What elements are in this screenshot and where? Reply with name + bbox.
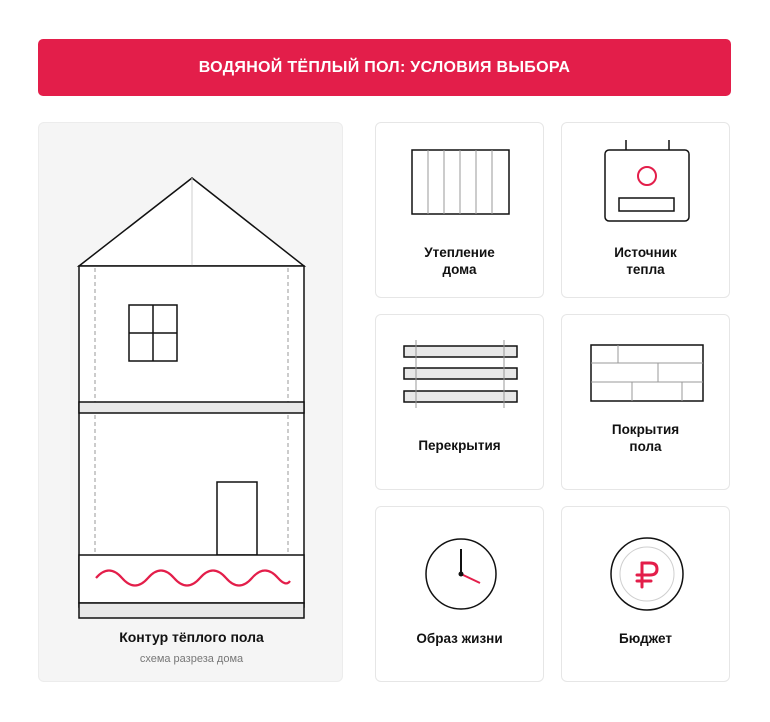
factor-card-heat-source: Источник тепла — [561, 122, 730, 298]
page-title: ВОДЯНОЙ ТЁПЛЫЙ ПОЛ: УСЛОВИЯ ВЫБОРА — [198, 58, 571, 76]
factor-card-slabs: Перекрытия — [375, 314, 544, 490]
factor-card-budget: Бюджет — [561, 506, 730, 682]
door — [216, 481, 258, 556]
house-caption: Контур тёплого пола — [119, 629, 264, 645]
header-banner: ВОДЯНОЙ ТЁПЛЫЙ ПОЛ: УСЛОВИЯ ВЫБОРА — [38, 39, 731, 96]
factor-label-insulation: Утепление дома — [424, 245, 495, 277]
factor-label-heat-source: Источник тепла — [614, 245, 677, 277]
clock-icon — [425, 538, 497, 610]
foundation-slab — [78, 602, 305, 619]
ruble-coin-icon — [610, 537, 684, 611]
factor-label-floor-covering: Покрытия пола — [611, 422, 680, 454]
house-subcaption: схема разреза дома — [139, 653, 244, 665]
floor-tiles-icon — [590, 344, 704, 402]
interfloor-slab — [78, 401, 305, 414]
heating-pipe-loop — [95, 569, 291, 587]
house-section-illustration — [76, 177, 307, 619]
factor-label-slabs: Перекрытия — [418, 438, 501, 453]
factor-card-lifestyle: Образ жизни — [375, 506, 544, 682]
factor-label-budget: Бюджет — [619, 631, 672, 646]
floor-slabs-icon — [403, 340, 518, 408]
factor-label-lifestyle: Образ жизни — [416, 631, 503, 646]
factor-card-floor-covering: Покрытия пола — [561, 314, 730, 490]
house-walls — [78, 265, 305, 608]
factor-card-insulation: Утепление дома — [375, 122, 544, 298]
heated-floor-layer — [78, 554, 305, 604]
insulation-panel-icon — [411, 149, 510, 215]
boiler-icon — [604, 140, 690, 222]
house-diagram-panel: Контур тёплого пола схема разреза дома — [38, 122, 343, 682]
window — [128, 304, 178, 362]
